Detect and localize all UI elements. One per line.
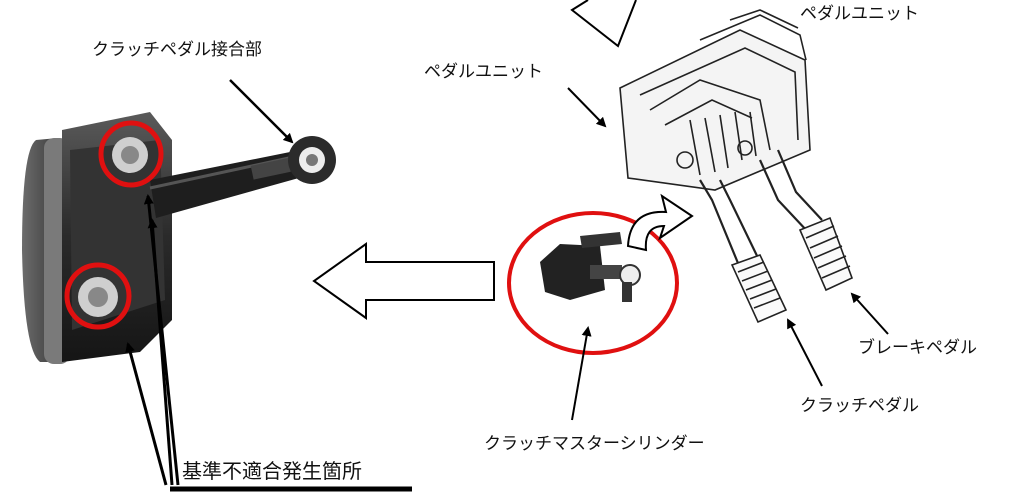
leader-brake-pedal xyxy=(850,292,889,335)
highlight-circle-lower xyxy=(64,262,132,330)
highlight-circle-upper xyxy=(98,120,164,188)
label-clutch-pedal: クラッチペダル xyxy=(800,396,919,416)
highlight-circle-master-cylinder xyxy=(507,211,679,355)
label-pedal-unit-left: ペダルユニット xyxy=(424,62,543,82)
leader-nonconformity-1 xyxy=(125,342,168,486)
label-nonconformity-location: 基準不適合発生箇所 xyxy=(182,459,362,483)
leader-clutch-pedal xyxy=(787,318,823,387)
leader-pedal-unit xyxy=(567,87,607,128)
transition-arrow-left xyxy=(312,242,495,320)
master-cylinder-small xyxy=(540,232,641,302)
leader-clutch-pedal-joint xyxy=(229,79,294,144)
label-clutch-pedal-joint: クラッチペダル接合部 xyxy=(92,40,262,60)
label-clutch-master-cylinder: クラッチマスターシリンダー xyxy=(484,434,705,454)
transition-arrow-top xyxy=(570,0,637,48)
leader-nonconformity-3 xyxy=(143,194,180,486)
transition-arrow-curved xyxy=(626,193,694,252)
leader-clutch-master-cylinder xyxy=(571,326,592,421)
master-cylinder-photo xyxy=(22,112,336,364)
label-brake-pedal: ブレーキペダル xyxy=(858,338,977,358)
label-pedal-unit-top: ペダルユニット xyxy=(800,4,919,24)
pedal-unit-drawing xyxy=(619,9,854,324)
